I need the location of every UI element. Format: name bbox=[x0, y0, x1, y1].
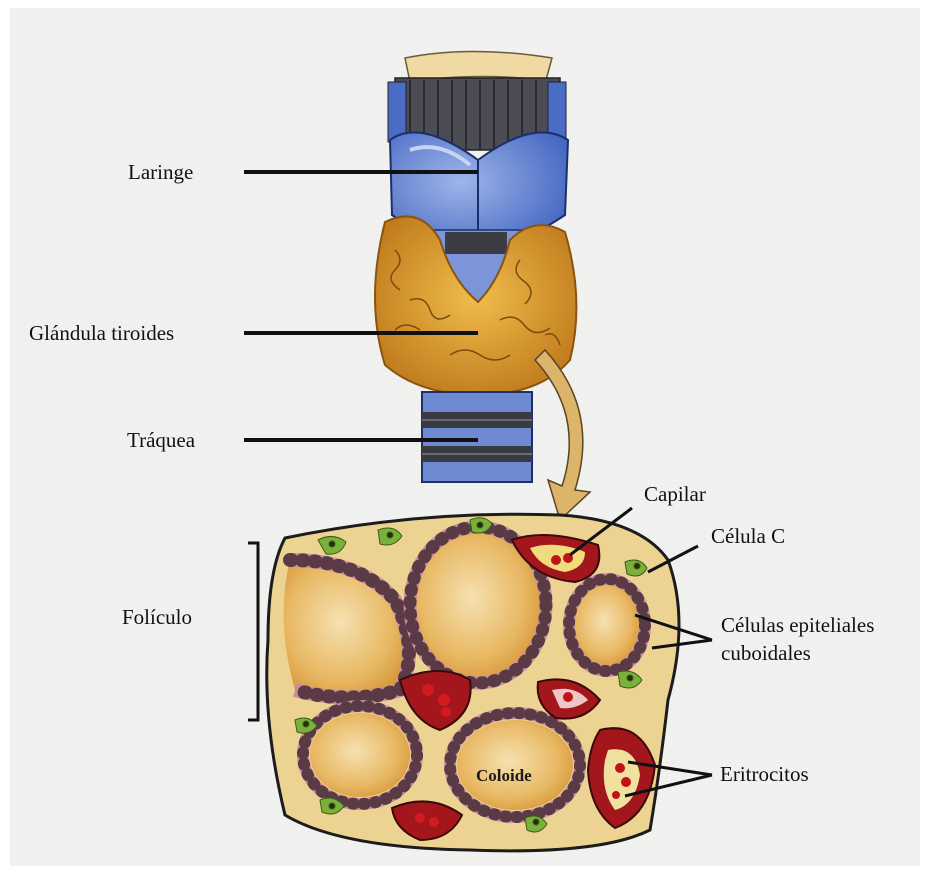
follicle bbox=[450, 713, 580, 817]
label-foliculo: Folículo bbox=[122, 605, 192, 629]
label-glandula-tiroides: Glándula tiroides bbox=[29, 321, 174, 345]
follicle bbox=[303, 706, 417, 804]
tissue-section bbox=[267, 514, 679, 851]
label-laringe: Laringe bbox=[128, 160, 193, 184]
label-eritrocitos: Eritrocitos bbox=[720, 762, 809, 786]
label-celulas-epiteliales: Células epiteliales bbox=[721, 613, 874, 637]
label-cuboidales: cuboidales bbox=[721, 641, 811, 665]
label-traquea: Tráquea bbox=[127, 428, 195, 452]
label-coloide: Coloide bbox=[476, 766, 532, 786]
label-capilar: Capilar bbox=[644, 482, 706, 506]
label-celula-c: Célula C bbox=[711, 524, 785, 548]
follicle bbox=[569, 579, 645, 671]
